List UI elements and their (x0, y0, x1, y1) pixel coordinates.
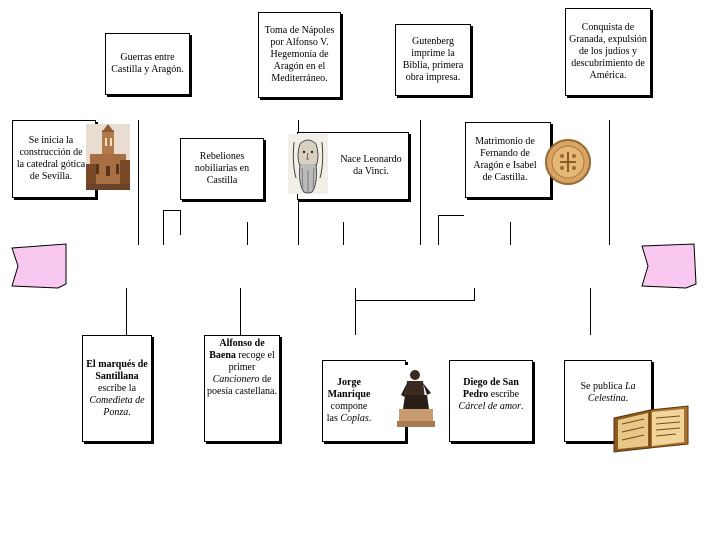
event-text-end: de poesía castellana. (207, 374, 277, 397)
connector-line (510, 222, 511, 245)
event-guerras-castilla-aragon: Guerras entre Castilla y Aragón. (105, 33, 190, 95)
event-text: Matrimonio de Fernando de Aragón e Isabe… (473, 136, 537, 183)
old-book-icon (613, 405, 689, 453)
connector-line (355, 300, 475, 301)
event-text: Conquista de Granada, expulsión de los j… (569, 22, 647, 81)
connector-line (474, 288, 475, 301)
connector-line (180, 210, 181, 235)
event-text: escribe la (97, 382, 137, 394)
event-diego-san-pedro: Diego de San Pedro escribe Cárcel de amo… (449, 360, 533, 442)
work-title: Coplas (340, 413, 369, 424)
connector-line (163, 210, 164, 245)
event-text: Se publica (580, 381, 625, 392)
connector-line (355, 288, 356, 335)
work-title: Cárcel de amor (458, 401, 521, 412)
event-la-celestina: Se publica La Celestina. (564, 360, 652, 442)
event-text: Gutenberg imprime la Biblia, primera obr… (402, 36, 464, 83)
event-matrimonio-reyes: Matrimonio de Fernando de Aragón e Isabe… (465, 122, 551, 198)
event-toma-napoles: Toma de Nápoles por Alfonso V. Hegemonía… (258, 12, 341, 98)
work-title: Cancionero (212, 374, 260, 385)
connector-line (247, 222, 248, 245)
author-name: Alfonso de Baena (209, 338, 265, 361)
connector-line (240, 288, 241, 335)
event-text: escribe (488, 389, 520, 400)
author-name: Diego de San Pedro (462, 377, 519, 400)
event-text: Guerras entre Castilla y Aragón. (111, 52, 184, 75)
event-text: compone las (326, 401, 368, 424)
connector-line (138, 120, 139, 245)
event-catedral-sevilla: Se inicia la construcción de la catedral… (12, 120, 96, 198)
event-alfonso-baena: Alfonso de Baena recoge el primer Cancio… (204, 335, 280, 442)
timeline-start-scroll (11, 243, 67, 289)
connector-line (343, 222, 344, 245)
connector-line (420, 120, 421, 245)
event-text-end: . (625, 393, 629, 404)
event-text: Toma de Nápoles por Alfonso V. Hegemonía… (264, 25, 335, 84)
work-title: La Celestina (587, 381, 636, 404)
event-text: Nace Leonardo da Vinci. (340, 154, 402, 177)
leonardo-portrait-icon (288, 134, 328, 194)
coin-icon (545, 139, 591, 185)
connector-line (438, 215, 464, 216)
event-gutenberg: Gutenberg imprime la Biblia, primera obr… (395, 24, 471, 96)
event-conquista-granada: Conquista de Granada, expulsión de los j… (565, 8, 651, 96)
connector-line (609, 120, 610, 245)
event-text: Rebeliones nobiliarias en Castilla (194, 151, 250, 186)
event-marques-santillana: El marqués de Santillana escribe la Come… (82, 335, 152, 442)
event-text: Se inicia la construcción de la catedral… (16, 135, 86, 182)
author-name: Jorge Manrique (327, 377, 371, 400)
event-text-end: . (520, 401, 524, 412)
event-text-end: . (128, 406, 131, 418)
work-title: Comedieta de Ponza (89, 394, 145, 418)
connector-line (163, 210, 181, 211)
author-name: El marqués de Santillana (86, 358, 148, 382)
timeline-end-scroll (641, 243, 697, 289)
cathedral-icon (86, 124, 130, 190)
event-text: recoge el primer (228, 350, 275, 373)
connector-line (438, 215, 439, 245)
event-rebeliones-nobiliarias: Rebeliones nobiliarias en Castilla (180, 138, 264, 200)
event-text-end: . (368, 413, 372, 424)
event-jorge-manrique: Jorge Manrique compone las Coplas. (322, 360, 406, 442)
statue-icon (395, 365, 437, 427)
connector-line (590, 288, 591, 335)
connector-line (126, 288, 127, 335)
